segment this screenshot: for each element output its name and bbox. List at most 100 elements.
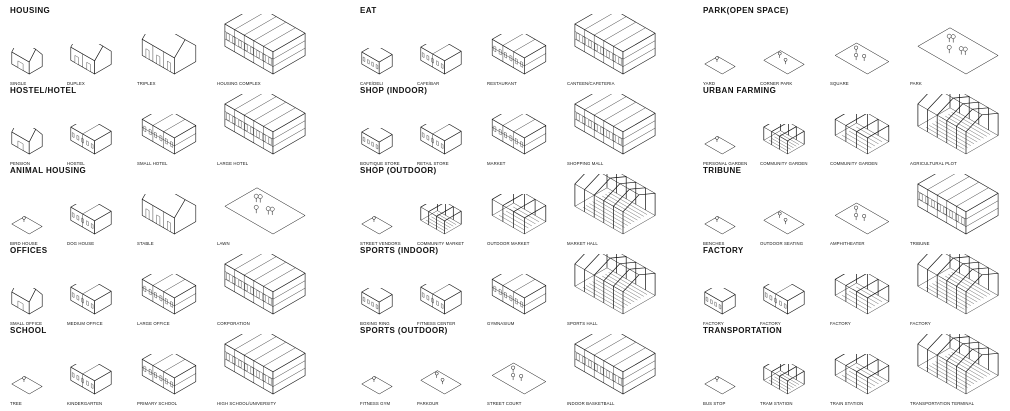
typology-item: BIRD HOUSE [10,208,44,246]
box-icon [361,128,393,155]
frame-icon [574,254,656,315]
typology-item: CANTEEN/CAFETERIA [567,14,663,86]
house-icon [11,288,43,315]
typology-item: CAFE/DELI [360,48,394,86]
typology-item: DUPLEX [67,44,115,86]
section-title: SPORTS (OUTDOOR) [360,326,448,335]
plane-icon [420,370,462,395]
section-title: TRIBUNE [703,166,742,175]
typology-item: LARGE OFFICE [137,274,201,326]
frame-icon [834,354,890,395]
item-label: AGRICULTURAL PLOT [910,161,957,166]
typology-item: OUTDOOR SEATING [760,204,808,246]
item-label: PARKOUR [417,401,439,406]
item-label: PARK [910,81,922,86]
plane-icon [834,42,890,75]
frame-icon [491,194,547,235]
item-label: FACTORY [910,321,931,326]
frame-icon [763,124,805,155]
typology-item: HOSTEL [67,124,115,166]
item-label: SHOPPING MALL [567,161,604,166]
item-label: DUPLEX [67,81,85,86]
typology-item: TRIBUNE [910,174,1006,246]
typology-item: DOG HOUSE [67,204,115,246]
plane-icon [11,216,43,235]
item-label: GYMNASIUM [487,321,515,326]
section-title: SHOP (INDOOR) [360,86,428,95]
item-label: PERSONAL GARDEN [703,161,748,166]
plane-icon [361,376,393,395]
section-title: FACTORY [703,246,744,255]
item-label: HOUSING COMPLEX [217,81,261,86]
item-label: CAFE/DELI [360,81,384,86]
item-label: TRAM STATION [760,401,793,406]
typology-item: AGRICULTURAL PLOT [910,94,1006,166]
box-icon [491,34,547,75]
typology-item: COMMUNITY GARDEN [830,114,894,166]
typology-section: SCHOOL TREE KINDERGARTEN PRIMARY SCHOOL HIGH… [10,326,320,406]
typology-item: FACTORY [703,288,737,326]
typology-item: BOXING RING [360,288,394,326]
item-label: BENCHES [703,241,725,246]
typology-item: FACTORY [830,274,894,326]
frame-icon [834,114,890,155]
typology-section: SHOP (INDOOR) BOUTIQUE STORE RETAIL STORE M… [360,86,670,166]
item-label: RESTAURANT [487,81,517,86]
typology-item: RESTAURANT [487,34,551,86]
typology-item: SINGLE [10,48,44,86]
item-label: RETAIL STORE [417,161,449,166]
typology-item: SMALL HOTEL [137,114,201,166]
typology-item: BENCHES [703,208,737,246]
item-label: STREET COURT [487,401,522,406]
house-icon [11,128,43,155]
typology-item: PRIMARY SCHOOL [137,354,201,406]
typology-item: STREET COURT [487,354,551,406]
building-icon [224,94,306,155]
typology-item: SHOPPING MALL [567,94,663,166]
item-label: LARGE OFFICE [137,321,170,326]
building-icon [224,14,306,75]
frame-icon [763,364,805,395]
typology-item: TREE [10,368,44,406]
building-icon [224,334,306,395]
frame-icon [420,204,462,235]
item-label: MEDIUM OFFICE [67,321,103,326]
item-label: FACTORY [703,321,724,326]
section-title: HOUSING [10,6,51,15]
section-title: SHOP (OUTDOOR) [360,166,437,175]
item-label: HOSTEL [67,161,85,166]
box-icon [141,274,197,315]
item-label: CAFE/BAR [417,81,440,86]
box-icon [704,288,736,315]
typology-item: MARKET [487,114,551,166]
box-icon [420,284,462,315]
section-title: HOSTEL/HOTEL [10,86,77,95]
typology-item: RETAIL STORE [417,124,465,166]
item-label: KINDERGARTEN [67,401,103,406]
typology-item: BOUTIQUE STORE [360,128,400,166]
frame-icon [917,254,999,315]
plane-icon [11,376,43,395]
section-title: SCHOOL [10,326,47,335]
item-label: TRANSPORTATION TERMINAL [910,401,975,406]
box-icon [70,124,112,155]
item-label: MARKET HALL [567,241,598,246]
typology-item: HIGH SCHOOL/UNIVERSITY [217,334,313,406]
item-label: STREET VENDORS [360,241,401,246]
box-icon [491,114,547,155]
building-icon [574,94,656,155]
plane-icon [763,50,805,75]
box-icon [361,288,393,315]
typology-item: TRANSPORTATION TERMINAL [910,334,1006,406]
plane-icon [763,210,805,235]
item-label: LAWN [217,241,230,246]
box-icon [574,334,656,395]
